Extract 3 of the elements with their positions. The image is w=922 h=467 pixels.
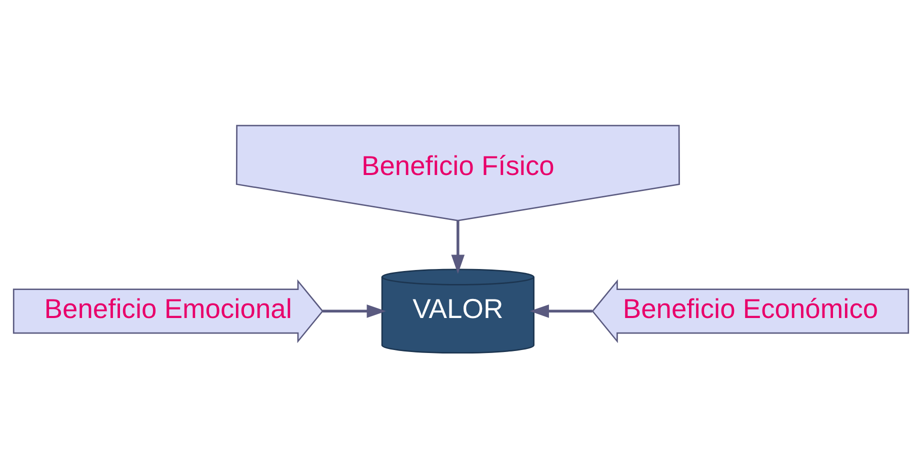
arrow: [530, 304, 592, 318]
arrow: [451, 220, 465, 274]
arrow: [322, 304, 386, 318]
